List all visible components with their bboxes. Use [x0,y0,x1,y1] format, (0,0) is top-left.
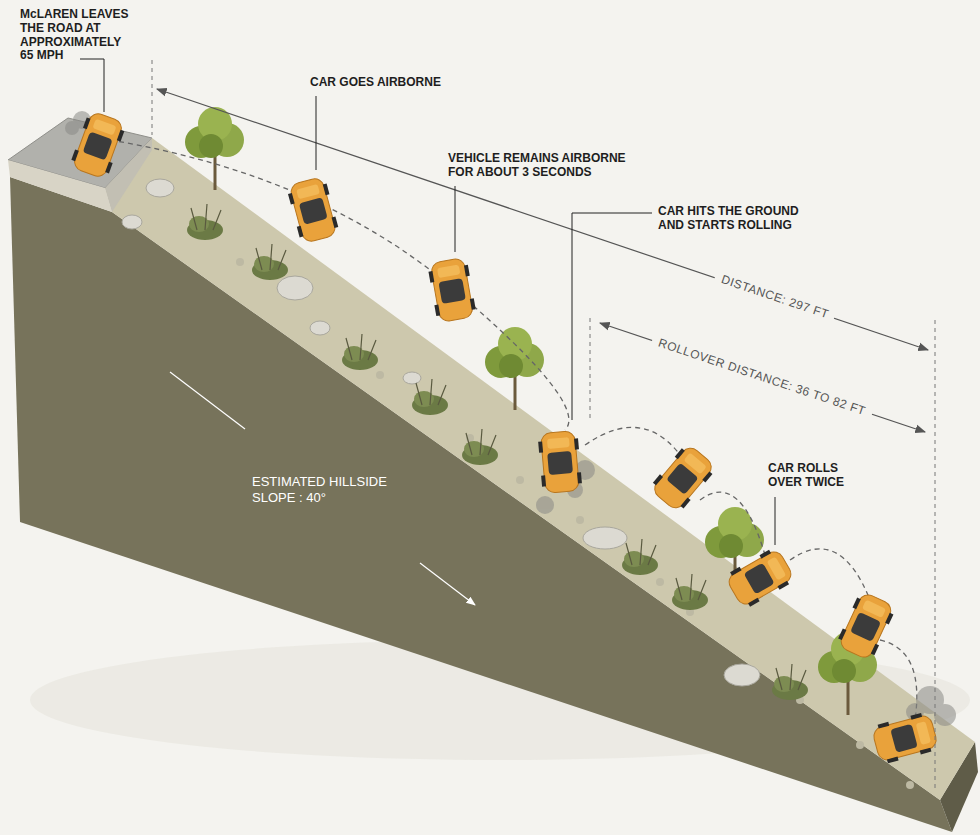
callout-label: VEHICLE REMAINS AIRBORNE FOR ABOUT 3 SEC… [448,152,638,180]
dimension-label: ROLLOVER DISTANCE: 36 TO 82 FT [650,332,875,421]
callout-label: CAR GOES AIRBORNE [310,76,460,90]
callout-label: McLAREN LEAVES THE ROAD AT APPROXIMATELY… [20,8,132,63]
callout-label: CAR HITS THE GROUND AND STARTS ROLLING [658,205,818,233]
callout-label: CAR ROLLS OVER TWICE [768,462,863,490]
dimension-label: DISTANCE: 297 FT [712,269,837,325]
slope-label: ESTIMATED HILLSIDE SLOPE : 40° [252,474,412,507]
